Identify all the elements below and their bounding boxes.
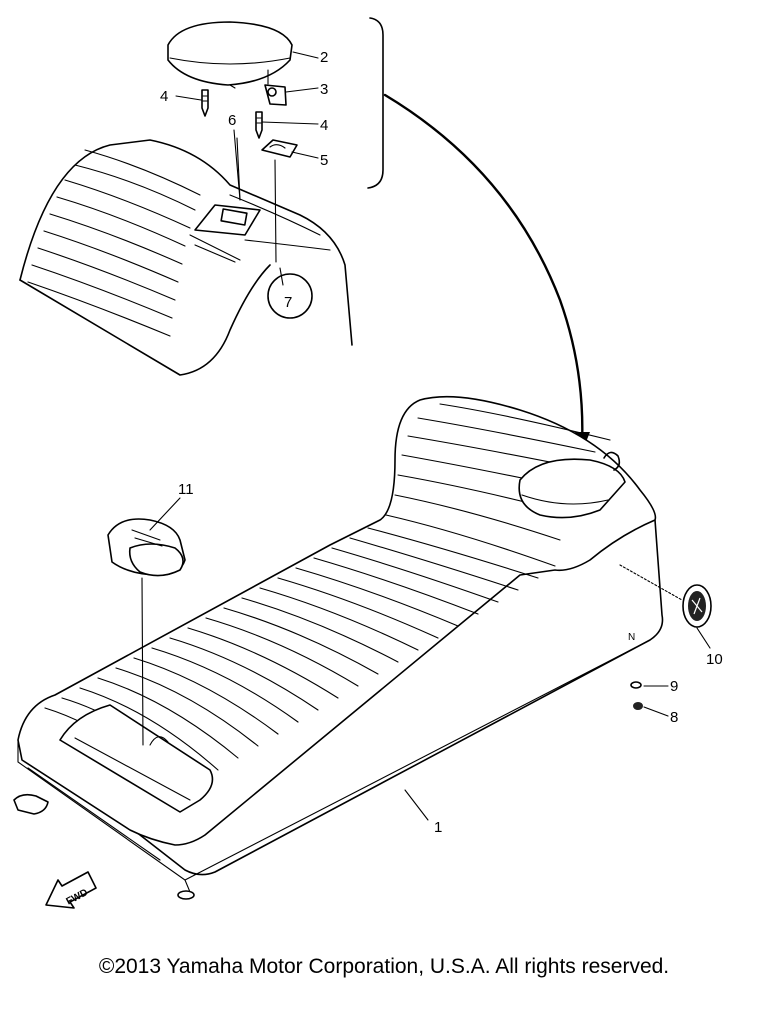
callout-7: 7	[284, 294, 292, 311]
callout-9: 9	[670, 678, 678, 695]
backrest-hardware	[201, 69, 298, 263]
main-seat: N	[13, 395, 664, 900]
leader-lines	[149, 51, 711, 821]
callout-labels: 1 2 3 4 4 5 6 7 8 9 10 11	[160, 49, 723, 836]
callout-3: 3	[320, 81, 328, 98]
exploded-parts-diagram: N 1 2 3 4 4 5 6	[13, 17, 723, 909]
callout-2: 2	[320, 49, 328, 66]
washer-nut	[630, 681, 643, 710]
callout-8: 8	[670, 709, 678, 726]
seat-strap-part	[107, 518, 186, 746]
callout-6: 6	[228, 112, 236, 129]
copyright-notice: ©2013 Yamaha Motor Corporation, U.S.A. A…	[98, 955, 670, 978]
group-bracket	[367, 17, 384, 189]
assembly-arrow	[383, 93, 590, 452]
callout-11: 11	[178, 481, 194, 498]
emblem-disc	[619, 564, 712, 628]
callout-4-right: 4	[320, 117, 328, 134]
callout-4-left: 4	[160, 88, 168, 105]
svg-text:N: N	[628, 632, 635, 643]
inset-seat-rear	[19, 139, 353, 376]
callout-1: 1	[434, 819, 442, 836]
callout-5: 5	[320, 152, 328, 169]
backrest-cushion	[167, 21, 293, 89]
callout-10: 10	[706, 651, 723, 668]
fwd-arrow: FWD	[45, 871, 97, 909]
